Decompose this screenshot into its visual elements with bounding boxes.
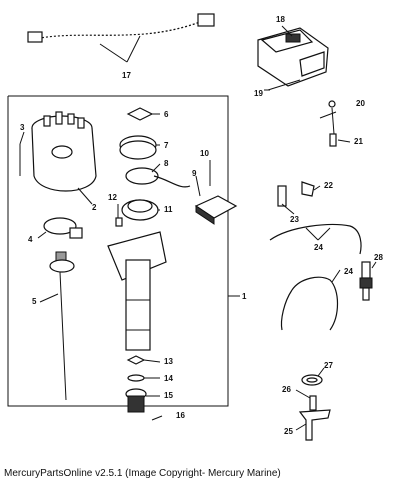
callout-14: 14 xyxy=(164,374,173,383)
callout-6: 6 xyxy=(164,110,169,119)
spark-plug xyxy=(359,261,373,301)
rotor-parts xyxy=(119,107,191,221)
callout-9: 9 xyxy=(192,169,197,178)
callout-16: 16 xyxy=(176,411,185,420)
callout-1: 1 xyxy=(242,292,247,301)
callout-17: 17 xyxy=(122,71,131,80)
drive-gear xyxy=(125,388,147,413)
callout-20: 20 xyxy=(356,99,365,108)
ignition-module xyxy=(194,160,238,225)
callout-24b: 24 xyxy=(344,267,353,276)
distributor-body xyxy=(107,231,167,351)
ignition-coil xyxy=(257,27,329,87)
parts-diagram: 17 18 19 1 3 2 4 5 6 7 8 10 9 12 11 13 1… xyxy=(7,13,383,441)
callout-28: 28 xyxy=(374,253,383,262)
callout-7: 7 xyxy=(164,141,169,150)
callout-3: 3 xyxy=(20,123,25,132)
pressure-switch xyxy=(328,100,337,147)
distributor-cap xyxy=(31,111,97,192)
callout-2: 2 xyxy=(92,203,97,212)
callout-labels: 17 18 19 1 3 2 4 5 6 7 8 10 9 12 11 13 1… xyxy=(20,15,383,436)
callout-5: 5 xyxy=(32,297,37,306)
callout-27: 27 xyxy=(324,361,333,370)
callout-13: 13 xyxy=(164,357,173,366)
image-caption: MercuryPartsOnline v2.5.1 (Image Copyrig… xyxy=(4,468,281,479)
wire-harness-hose xyxy=(27,13,215,43)
callout-19: 19 xyxy=(254,89,263,98)
callout-12: 12 xyxy=(108,193,117,202)
callout-4: 4 xyxy=(28,235,33,244)
distributor-shaft xyxy=(49,251,75,401)
callout-11: 11 xyxy=(164,205,173,214)
clamp xyxy=(43,217,83,239)
callout-25: 25 xyxy=(284,427,293,436)
callout-21: 21 xyxy=(354,137,363,146)
callout-8: 8 xyxy=(164,159,169,168)
callout-23: 23 xyxy=(290,215,299,224)
callout-24a: 24 xyxy=(314,243,323,252)
callout-18: 18 xyxy=(276,15,285,24)
callout-26: 26 xyxy=(282,385,291,394)
leader-lines xyxy=(19,25,377,431)
callout-22: 22 xyxy=(324,181,333,190)
callout-15: 15 xyxy=(164,391,173,400)
callout-10: 10 xyxy=(200,149,209,158)
